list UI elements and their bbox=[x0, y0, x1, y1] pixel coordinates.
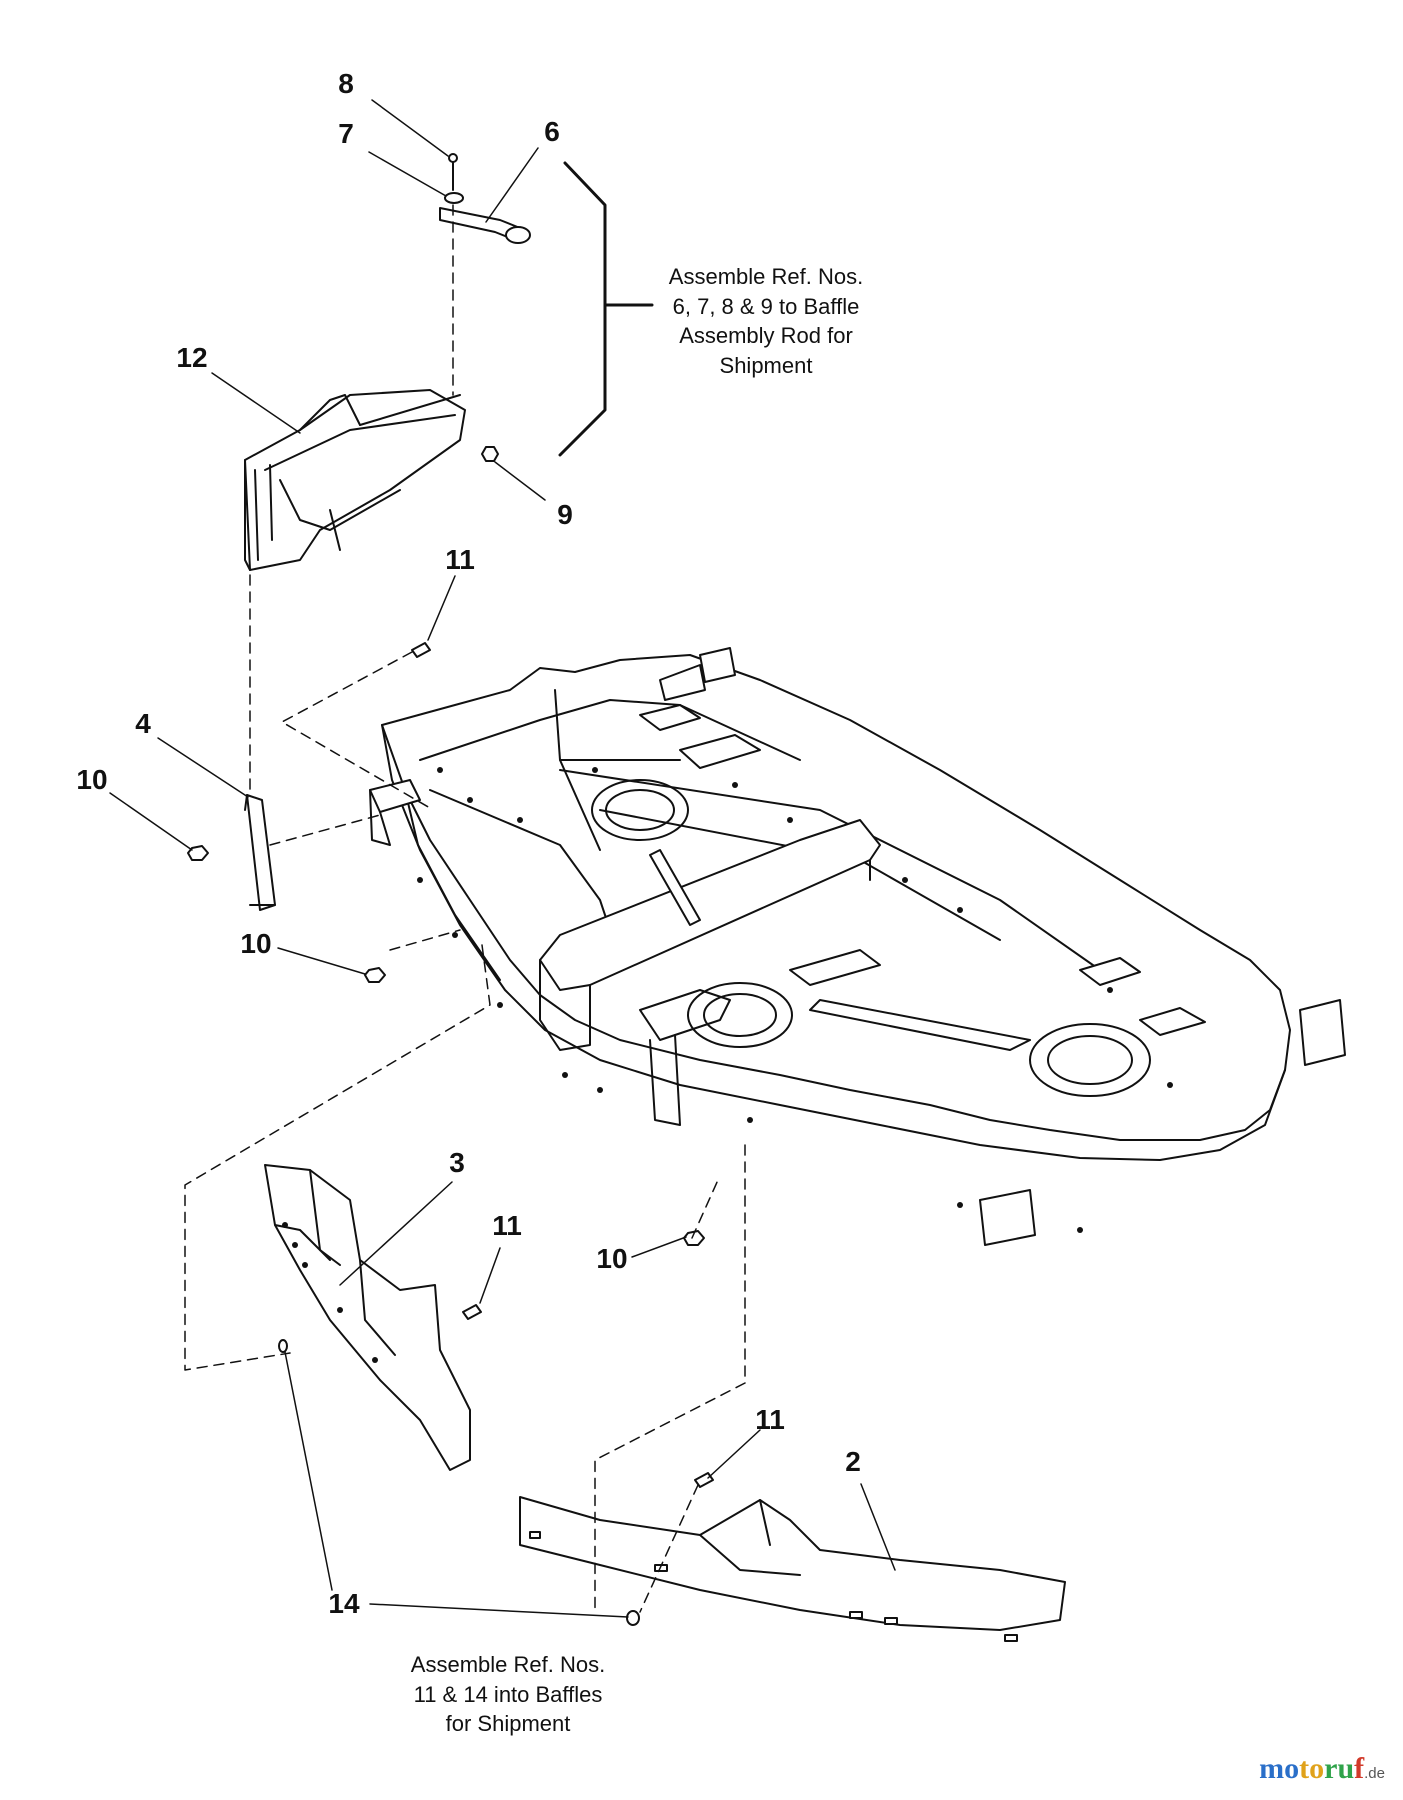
baffle-assembly-12 bbox=[244, 389, 466, 571]
callout-7: 7 bbox=[338, 118, 354, 149]
callout-11-bottom: 11 bbox=[755, 1404, 785, 1435]
callout-6: 6 bbox=[544, 116, 560, 147]
note-bottom-line-3: for Shipment bbox=[445, 1711, 571, 1737]
callout-10-right: 10 bbox=[596, 1243, 628, 1274]
callout-3: 3 bbox=[449, 1147, 465, 1178]
callout-14: 14 bbox=[328, 1588, 360, 1619]
callout-12: 12 bbox=[176, 342, 208, 373]
assembly-lines bbox=[184, 204, 746, 1613]
callout-4: 4 bbox=[135, 708, 151, 739]
callout-11-mid: 11 bbox=[492, 1210, 522, 1241]
leader-lines bbox=[109, 99, 896, 1618]
callout-9: 9 bbox=[557, 499, 573, 530]
callout-10-mid: 10 bbox=[240, 928, 272, 959]
motoruf-logo: motoruf.de bbox=[1259, 1752, 1385, 1786]
note-shipment-top: Assemble Ref. Nos. 6, 7, 8 & 9 to Baffle… bbox=[669, 262, 863, 381]
note-bottom-line-1: Assemble Ref. Nos. bbox=[410, 1652, 606, 1677]
handle-6 bbox=[439, 207, 531, 244]
note-shipment-bottom: Assemble Ref. Nos. 11 & 14 into Baffles … bbox=[411, 1650, 605, 1739]
note-top-line-3: Assembly Rod for bbox=[679, 323, 853, 349]
logo-part-4: f bbox=[1354, 1752, 1365, 1785]
baffle-2 bbox=[519, 1496, 1066, 1642]
callout-2: 2 bbox=[845, 1446, 861, 1477]
logo-part-1: mo bbox=[1259, 1752, 1300, 1785]
baffle-3 bbox=[264, 1164, 471, 1471]
hardware bbox=[187, 153, 714, 1626]
callout-8: 8 bbox=[338, 68, 354, 99]
callout-10-left: 10 bbox=[76, 764, 108, 795]
logo-tld: .de bbox=[1364, 1765, 1385, 1782]
logo-part-2: to bbox=[1299, 1752, 1325, 1785]
note-top-line-2: 6, 7, 8 & 9 to Baffle bbox=[672, 293, 860, 319]
note-top-line-1: Assemble Ref. Nos. bbox=[668, 264, 864, 289]
note-bracket bbox=[558, 161, 654, 457]
note-top-line-4: Shipment bbox=[719, 353, 813, 379]
logo-part-3: ru bbox=[1324, 1752, 1355, 1785]
bracket-4 bbox=[244, 794, 276, 911]
mower-deck bbox=[369, 647, 1346, 1246]
note-bottom-line-2: 11 & 14 into Baffles bbox=[413, 1681, 603, 1707]
callout-11-top: 11 bbox=[445, 544, 475, 575]
